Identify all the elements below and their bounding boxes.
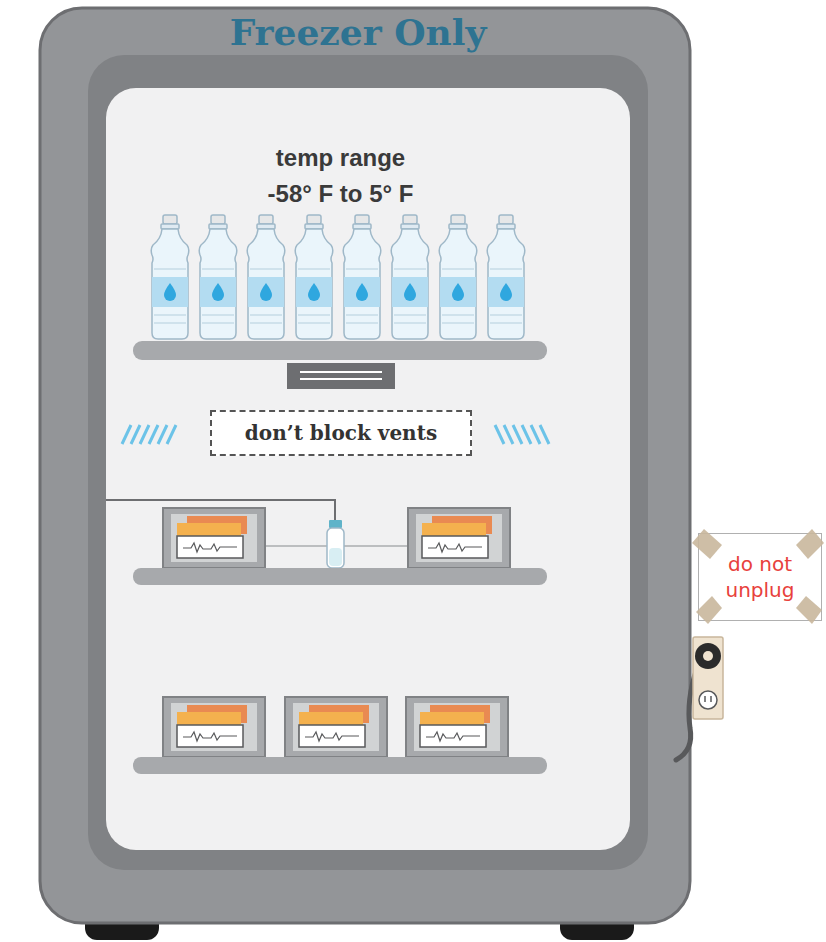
shelf [133,568,547,585]
door-frame [88,55,648,870]
airflow-hatch [122,425,176,444]
plug-center [703,651,713,661]
airflow-hatch [495,425,549,444]
tape-strip [796,596,822,624]
unplug-warning-note: do not unplug [698,533,822,621]
vaccine-box [285,697,387,757]
tape-strip [692,529,722,559]
probe-liquid [329,548,342,566]
vaccine-box [406,697,508,757]
tape-strip [796,529,824,559]
air-vent [287,363,395,389]
water-bottle [151,215,189,339]
vent-warning-box: don’t block vents [210,410,472,456]
water-bottle [247,215,285,339]
freezer-title: Freezer Only [100,10,616,54]
wall-outlet [693,637,723,719]
probe-cap [329,520,342,528]
empty-socket [699,691,717,709]
socket-slots [705,696,711,702]
water-bottle [295,215,333,339]
water-bottle [391,215,429,339]
water-bottle [439,215,477,339]
vaccine-box [163,697,265,757]
power-plug [695,643,721,669]
temperature-range: temp range -58° F to 5° F [258,140,423,212]
vent-slot [300,372,382,379]
vaccine-box [163,508,265,568]
shelf [133,757,547,774]
glass-window [106,88,630,850]
water-bottle [199,215,237,339]
vaccine-box [408,508,510,568]
shelf [133,341,547,360]
water-bottle [487,215,525,339]
warning-text: don’t block vents [245,421,437,445]
freezer-body [40,8,690,923]
temperature-probe-vial [327,528,344,568]
tape-strip [696,596,722,624]
water-bottle [343,215,381,339]
warning-text: do not unplug [709,551,811,603]
